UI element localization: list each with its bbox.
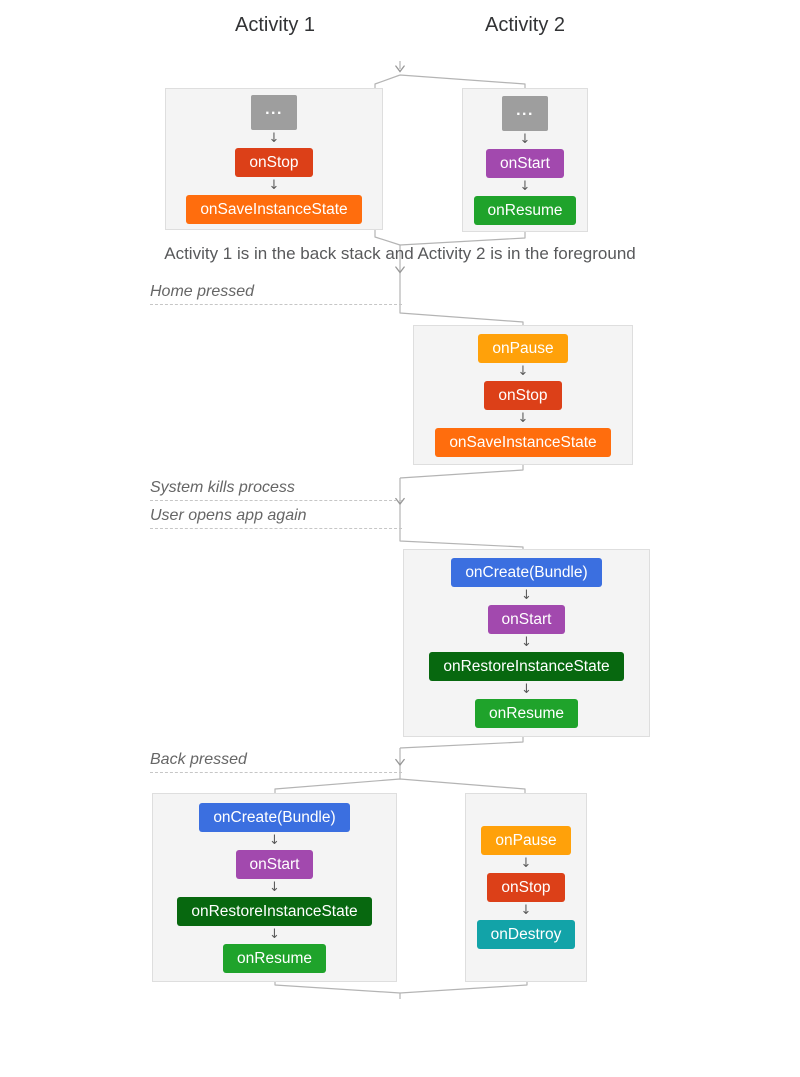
arrowhead-icon bbox=[395, 65, 405, 73]
down-arrow-icon: ↓ bbox=[520, 856, 532, 871]
step-onstart: onStart bbox=[487, 605, 566, 634]
step-onresume: onResume bbox=[223, 943, 326, 973]
step-onstop: onStop bbox=[484, 380, 562, 410]
step-oncreate-bundle: onCreate(Bundle) bbox=[451, 558, 602, 587]
event-label: User opens app again bbox=[150, 507, 307, 524]
top-fanout-line bbox=[374, 74, 526, 89]
panel-activity2-recreated: onCreate(Bundle) ↓ onStart ↓ onRestoreIn… bbox=[403, 549, 650, 737]
step-onsaveinstancestate: onSaveInstanceState bbox=[435, 427, 611, 457]
step-onstop: onStop bbox=[487, 873, 565, 902]
panel-activity1-recreated: onCreate(Bundle) ↓ onStart ↓ onRestoreIn… bbox=[152, 793, 397, 982]
panel-activity2-destroyed: onPause ↓ onStop ↓ onDestroy bbox=[465, 793, 587, 982]
panel-activity2-foreground: ... ↓ onStart ↓ onResume bbox=[462, 88, 588, 232]
down-arrow-icon: ↓ bbox=[521, 682, 532, 697]
down-arrow-icon: ↓ bbox=[269, 879, 280, 895]
panel-activity1-backstack: ... ↓ onStop ↓ onSaveInstanceState bbox=[165, 88, 383, 230]
step-onresume: onResume bbox=[475, 699, 578, 728]
center-line-1 bbox=[399, 245, 524, 326]
center-line-2 bbox=[399, 465, 524, 550]
step-onresume: onResume bbox=[473, 195, 577, 225]
event-label: Home pressed bbox=[150, 283, 255, 300]
down-arrow-icon: ↓ bbox=[269, 926, 280, 942]
down-arrow-icon: ↓ bbox=[517, 410, 529, 426]
state-caption: Activity 1 is in the back stack and Acti… bbox=[164, 244, 636, 263]
down-arrow-icon: ↓ bbox=[517, 363, 529, 379]
down-arrow-icon: ↓ bbox=[268, 130, 280, 146]
down-arrow-icon: ↓ bbox=[519, 178, 531, 194]
bottom-fanout-line bbox=[274, 778, 526, 794]
down-arrow-icon: ↓ bbox=[521, 635, 532, 650]
center-line-3 bbox=[399, 737, 524, 779]
bottom-merge-line bbox=[274, 982, 528, 999]
step-onrestoreinstancestate: onRestoreInstanceState bbox=[429, 652, 624, 681]
arrowhead-icon bbox=[395, 758, 405, 767]
event-system-kills-process: System kills process bbox=[150, 479, 402, 501]
step-onstart: onStart bbox=[486, 148, 564, 178]
step-onsaveinstancestate: onSaveInstanceState bbox=[186, 194, 362, 224]
event-home-pressed: Home pressed bbox=[150, 283, 402, 305]
event-label: System kills process bbox=[150, 479, 295, 496]
event-user-opens-app: User opens app again bbox=[150, 507, 402, 529]
panel-activity2-home-pressed: onPause ↓ onStop ↓ onSaveInstanceState bbox=[413, 325, 633, 465]
down-arrow-icon: ↓ bbox=[519, 131, 531, 147]
step-oncreate-bundle: onCreate(Bundle) bbox=[199, 802, 350, 832]
merge-line-1 bbox=[374, 230, 526, 246]
step-onrestoreinstancestate: onRestoreInstanceState bbox=[177, 896, 372, 926]
activity1-column-title: Activity 1 bbox=[234, 14, 316, 36]
activity2-column-title: Activity 2 bbox=[484, 14, 566, 36]
event-label: Back pressed bbox=[150, 751, 247, 768]
step-ondestroy: onDestroy bbox=[476, 920, 576, 949]
step-onstart: onStart bbox=[235, 849, 314, 879]
step-previous-states: ... bbox=[251, 94, 297, 130]
down-arrow-icon: ↓ bbox=[269, 832, 280, 848]
step-onpause: onPause bbox=[478, 333, 568, 363]
arrowhead-icon bbox=[395, 266, 405, 274]
step-onpause: onPause bbox=[481, 826, 571, 855]
down-arrow-icon: ↓ bbox=[268, 177, 280, 193]
event-back-pressed: Back pressed bbox=[150, 751, 402, 773]
step-previous-states: ... bbox=[502, 95, 548, 131]
down-arrow-icon: ↓ bbox=[520, 903, 532, 918]
down-arrow-icon: ↓ bbox=[521, 588, 532, 603]
step-onstop: onStop bbox=[235, 147, 313, 177]
